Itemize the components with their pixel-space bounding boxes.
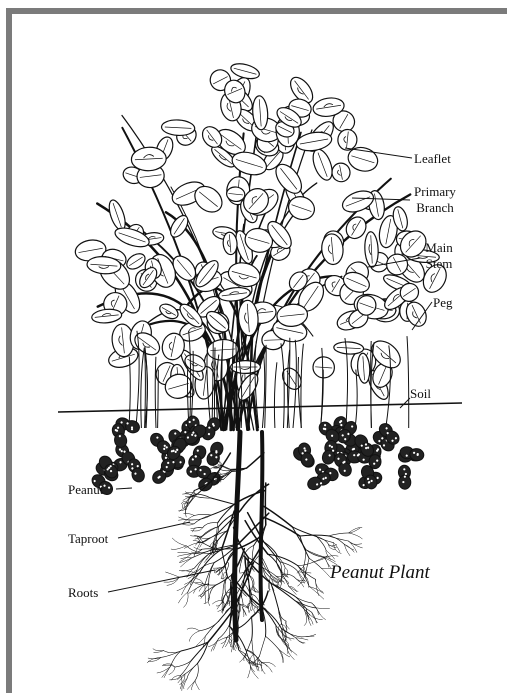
soil-line <box>58 403 462 412</box>
label-peanut: Peanut <box>68 482 103 497</box>
label-main-stem-line2: Stem <box>419 256 459 271</box>
label-soil: Soil <box>410 386 431 401</box>
label-leaflet: Leaflet <box>414 151 451 166</box>
figure-title: Peanut Plant <box>330 562 430 584</box>
label-peg: Peg <box>433 295 453 310</box>
label-roots: Roots <box>68 585 98 600</box>
label-primary-branch-line1: Primary <box>409 184 461 199</box>
label-taproot: Taproot <box>68 531 108 546</box>
label-primary-branch-line2: Branch <box>409 200 461 215</box>
label-main-stem-line1: Main <box>419 240 459 255</box>
